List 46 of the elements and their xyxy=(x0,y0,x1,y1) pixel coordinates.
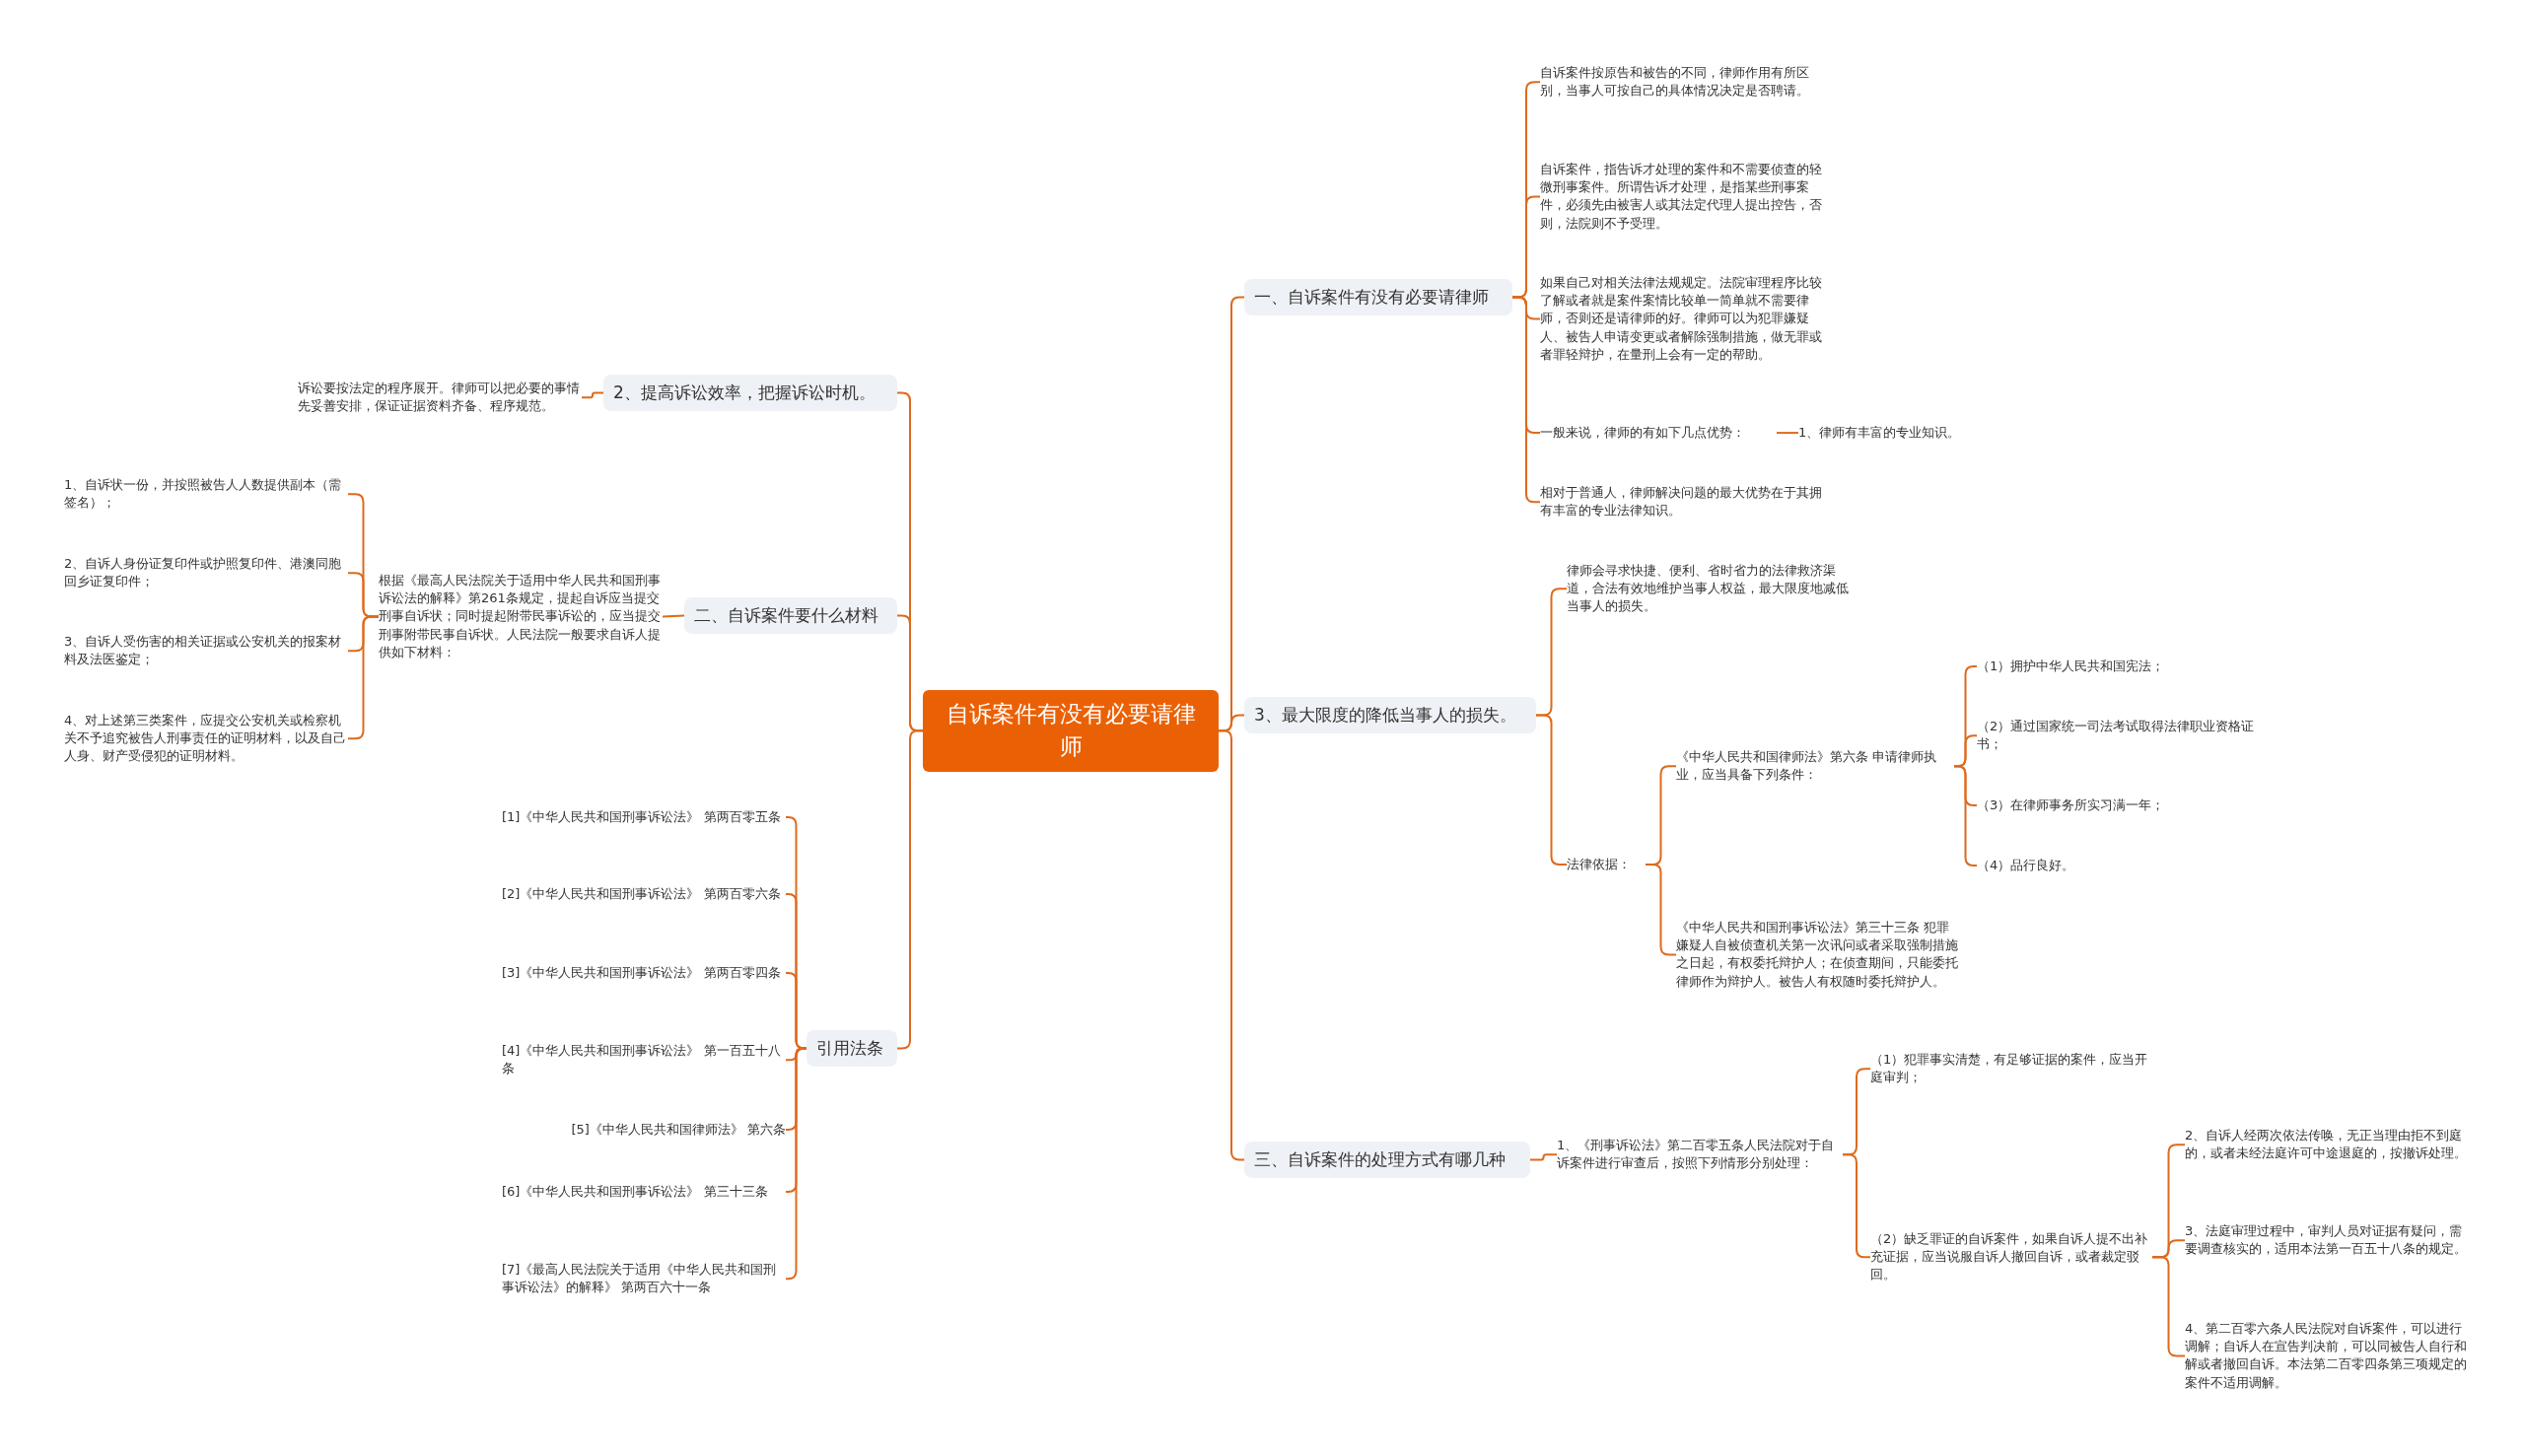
topic-text: 1、自诉状一份，并按照被告人人数提供副本（需签名）； xyxy=(64,476,348,513)
topic-text: [3]《中华人民共和国刑事诉讼法》 第两百零四条 xyxy=(502,964,786,983)
topic-text: [4]《中华人民共和国刑事诉讼法》 第一百五十八条 xyxy=(502,1042,786,1078)
connector-line xyxy=(1953,765,1978,867)
topic-text: [5]《中华人民共和国律师法》 第六条 xyxy=(502,1121,786,1140)
connector-line xyxy=(785,1047,807,1281)
topic-text: （2）通过国家统一司法考试取得法律职业资格证书； xyxy=(1977,718,2268,754)
branch-topic: 引用法条 xyxy=(806,1030,897,1068)
topic-text: 诉讼要按法定的程序展开。律师可以把必要的事情先妥善安排，保证证据资料齐备、程序规范。 xyxy=(298,380,582,416)
topic-text: 自诉案件，指告诉才处理的案件和不需要侦查的轻微刑事案件。所谓告诉才处理，是指某些刑事案件，必须先由被害人或其法定代理人提出控告，否则，法院则不予受理。 xyxy=(1540,161,1826,233)
topic-text: 1、律师有丰富的专业知识。 xyxy=(1798,424,1996,443)
connector-line xyxy=(581,391,604,399)
topic-text: （3）在律师事务所实习满一年； xyxy=(1977,797,2213,815)
connector-line xyxy=(662,614,685,618)
branch-topic: 二、自诉案件要什么材料 xyxy=(684,597,897,635)
topic-text: 3、自诉人受伤害的相关证据或公安机关的报案材料及法医鉴定； xyxy=(64,633,348,669)
topic-text: 相对于普通人，律师解决问题的最大优势在于其拥有丰富的专业法律知识。 xyxy=(1540,484,1826,520)
topic-text: （2）缺乏罪证的自诉案件，如果自诉人提不出补充证据，应当说服自诉人撤回自诉，或者裁定驳回。 xyxy=(1870,1230,2152,1284)
topic-text: 如果自己对相关法律法规规定。法院审理程序比较了解或者就是案件案情比较单一简单就不需要律师，否则还是请律师的好。律师可以为犯罪嫌疑人、被告人申请变更或者解除强制措施，做无罪或者罪轻辩护，在量刑上会有一定的帮助。 xyxy=(1540,274,1826,364)
topic-text: 一般来说，律师的有如下几点优势： xyxy=(1540,424,1777,443)
topic-text: 法律依据： xyxy=(1567,856,1646,874)
topic-text: 1、《刑事诉讼法》第二百零五条人民法院对于自诉案件进行审查后，按照下列情形分别处理： xyxy=(1557,1137,1843,1173)
topic-text: 《中华人民共和国刑事诉讼法》第三十三条 犯罪嫌疑人自被侦查机关第一次讯问或者采取强制措施之日起，有权委托辩护人；在侦查期间，只能委托律师作为辩护人。被告人有权随时委托辩护人。 xyxy=(1676,919,1962,991)
topic-text: 2、自诉人身份证复印件或护照复印件、港澳同胞回乡证复印件； xyxy=(64,555,348,591)
branch-topic: 2、提高诉讼效率，把握诉讼时机。 xyxy=(603,375,897,412)
topic-text: （1）拥护中华人民共和国宪法； xyxy=(1977,658,2213,676)
topic-text: （1）犯罪事实清楚，有足够证据的案件，应当开庭审判； xyxy=(1870,1051,2148,1087)
topic-text: [1]《中华人民共和国刑事诉讼法》 第两百零五条 xyxy=(502,808,786,827)
connector-line xyxy=(1776,432,1799,435)
branch-topic: 三、自诉案件的处理方式有哪几种 xyxy=(1244,1142,1530,1179)
topic-text: 4、对上述第三类案件，应提交公安机关或检察机关不予追究被告人刑事责任的证明材料，以及自己人身、财产受侵犯的证明材料。 xyxy=(64,712,348,766)
topic-text: 2、自诉人经两次依法传唤，无正当理由拒不到庭的，或者未经法庭许可中途退庭的，按撤诉处理。 xyxy=(2185,1127,2469,1163)
topic-text: [2]《中华人民共和国刑事诉讼法》 第两百零六条 xyxy=(502,885,786,904)
topic-text: [7]《最高人民法院关于适用《中华人民共和国刑事诉讼法》的解释》 第两百六十一条 xyxy=(502,1261,786,1297)
branch-topic: 一、自诉案件有没有必要请律师 xyxy=(1244,279,1512,316)
topic-text: 自诉案件按原告和被告的不同，律师作用有所区别，当事人可按自己的具体情况决定是否聘请。 xyxy=(1540,64,1826,101)
topic-text: 根据《最高人民法院关于适用中华人民共和国刑事诉讼法的解释》第261条规定，提起自诉应当提交刑事自诉状；同时提起附带民事诉讼的，应当提交刑事附带民事自诉状。人民法院一般要求自诉人提供如下材料： xyxy=(379,572,663,661)
topic-text: （4）品行良好。 xyxy=(1977,857,2135,875)
topic-text: 3、法庭审理过程中，审判人员对证据有疑问，需要调查核实的，适用本法第一百五十八条的规定。 xyxy=(2185,1222,2469,1259)
topic-text: 4、第二百零六条人民法院对自诉案件，可以进行调解；自诉人在宣告判决前，可以同被告人自行和解或者撤回自诉。本法第二百零四条第三项规定的案件不适用调解。 xyxy=(2185,1320,2469,1392)
connector-line xyxy=(1529,1153,1558,1161)
topic-text: 《中华人民共和国律师法》第六条 申请律师执业，应当具备下列条件： xyxy=(1676,748,1954,785)
topic-text: 律师会寻求快捷、便利、省时省力的法律救济渠道，合法有效地维护当事人权益，最大限度地减低当事人的损失。 xyxy=(1567,562,1851,616)
central-topic: 自诉案件有没有必要请律师 xyxy=(923,690,1219,772)
topic-text: [6]《中华人民共和国刑事诉讼法》 第三十三条 xyxy=(502,1183,786,1202)
branch-topic: 3、最大限度的降低当事人的损失。 xyxy=(1244,697,1536,734)
